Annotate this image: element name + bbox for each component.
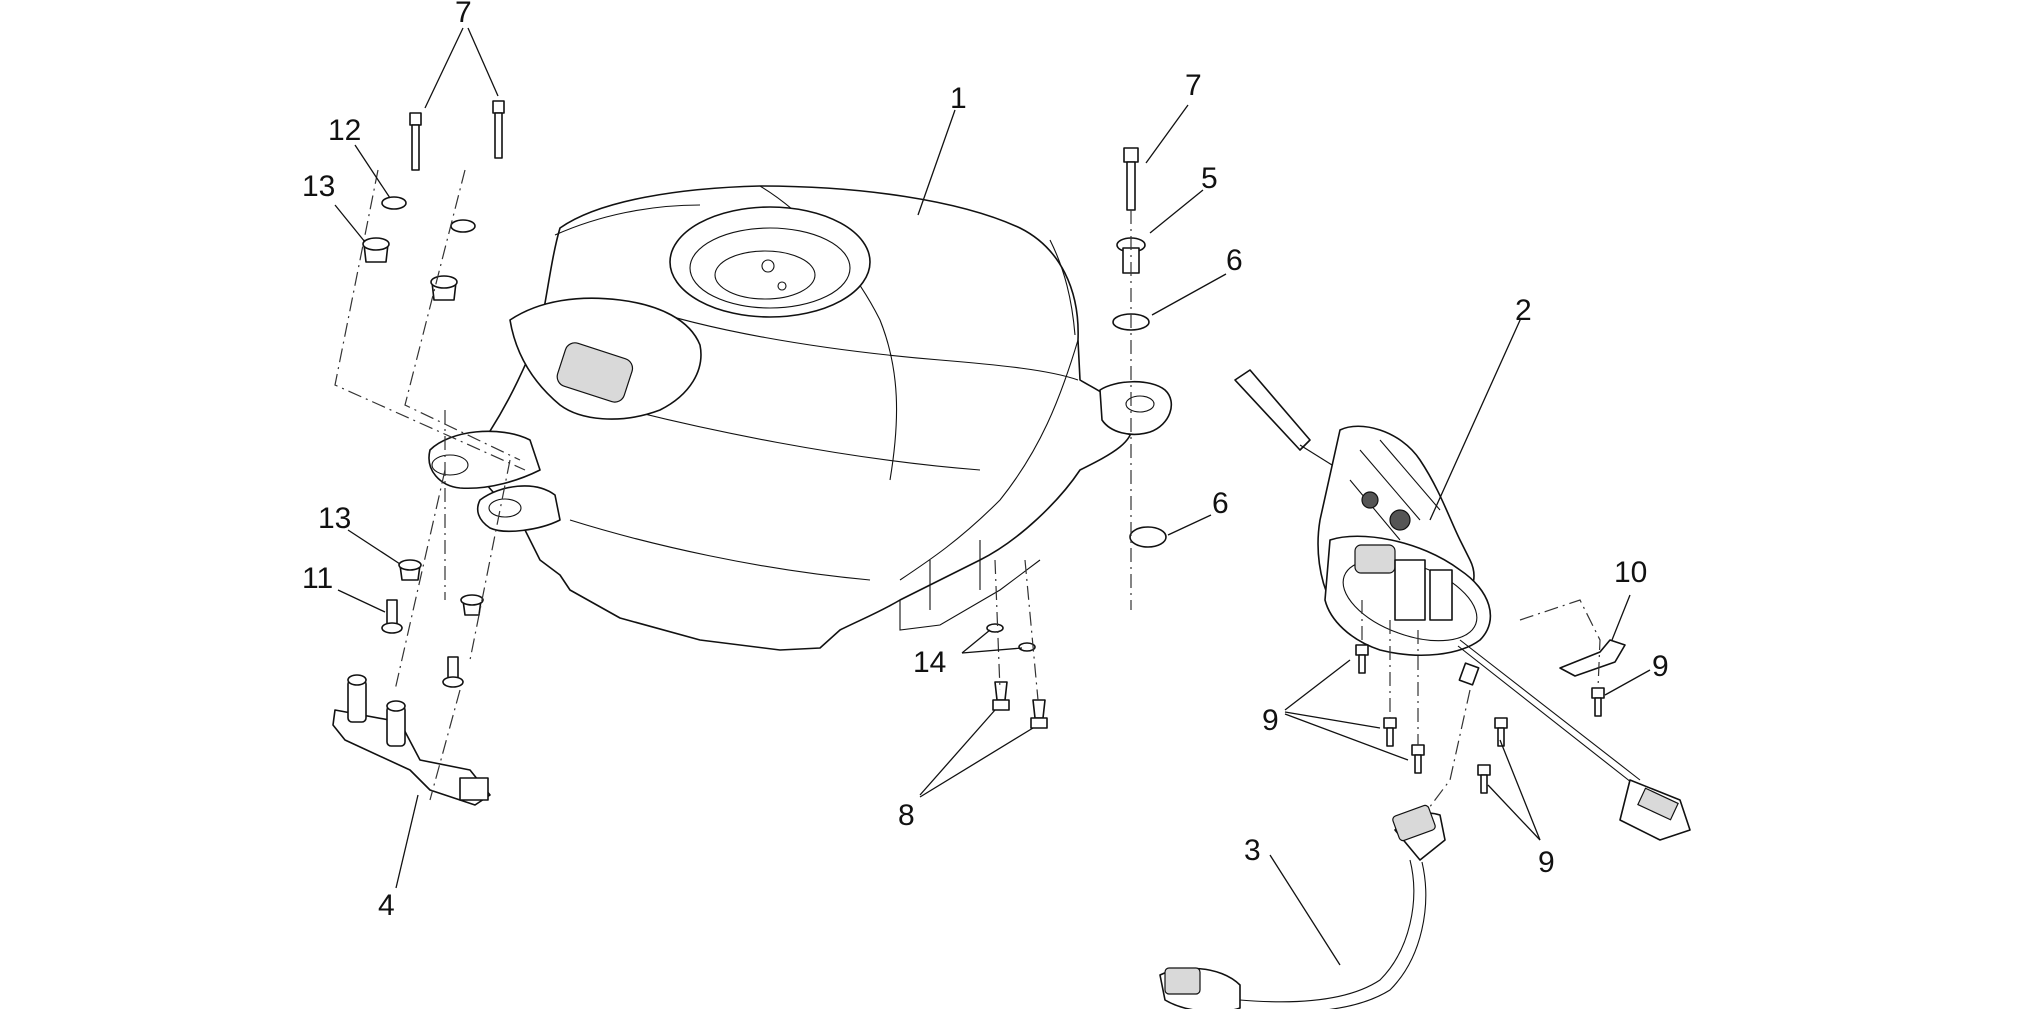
callout-14: 14 (913, 646, 946, 679)
callout-13-upper: 13 (302, 170, 335, 203)
alignment-lines-left (334, 169, 526, 801)
callout-13-lower: 13 (318, 502, 351, 535)
callout-4: 4 (378, 889, 395, 922)
leader-lines (334, 27, 1651, 966)
callout-7-top-left: 7 (455, 0, 472, 29)
callout-5: 5 (1201, 162, 1218, 195)
callout-1: 1 (950, 82, 967, 115)
callout-10: 10 (1614, 556, 1647, 589)
callout-9-bottom: 9 (1538, 846, 1555, 879)
bottom-fasteners (986, 559, 1048, 729)
fuel-tank (428, 185, 1173, 651)
callout-2: 2 (1515, 294, 1532, 327)
callout-6-upper: 6 (1226, 244, 1243, 277)
callout-numbers: 7 12 13 1 7 5 6 2 6 13 11 10 14 9 9 8 3 … (302, 0, 1669, 922)
callout-8: 8 (898, 799, 915, 832)
fuel-pump (1234, 369, 1691, 841)
fuel-pump-harness (1159, 804, 1446, 1009)
rear-mount-hardware (1112, 147, 1167, 610)
callout-12: 12 (328, 114, 361, 147)
callout-6-lower: 6 (1212, 487, 1229, 520)
callout-7-right: 7 (1185, 69, 1202, 102)
callout-9-right: 9 (1652, 650, 1669, 683)
pump-screws (1355, 599, 1626, 821)
callout-9-left: 9 (1262, 704, 1279, 737)
callout-11: 11 (302, 562, 333, 595)
callout-3: 3 (1244, 834, 1261, 867)
left-bolts (332, 100, 505, 806)
